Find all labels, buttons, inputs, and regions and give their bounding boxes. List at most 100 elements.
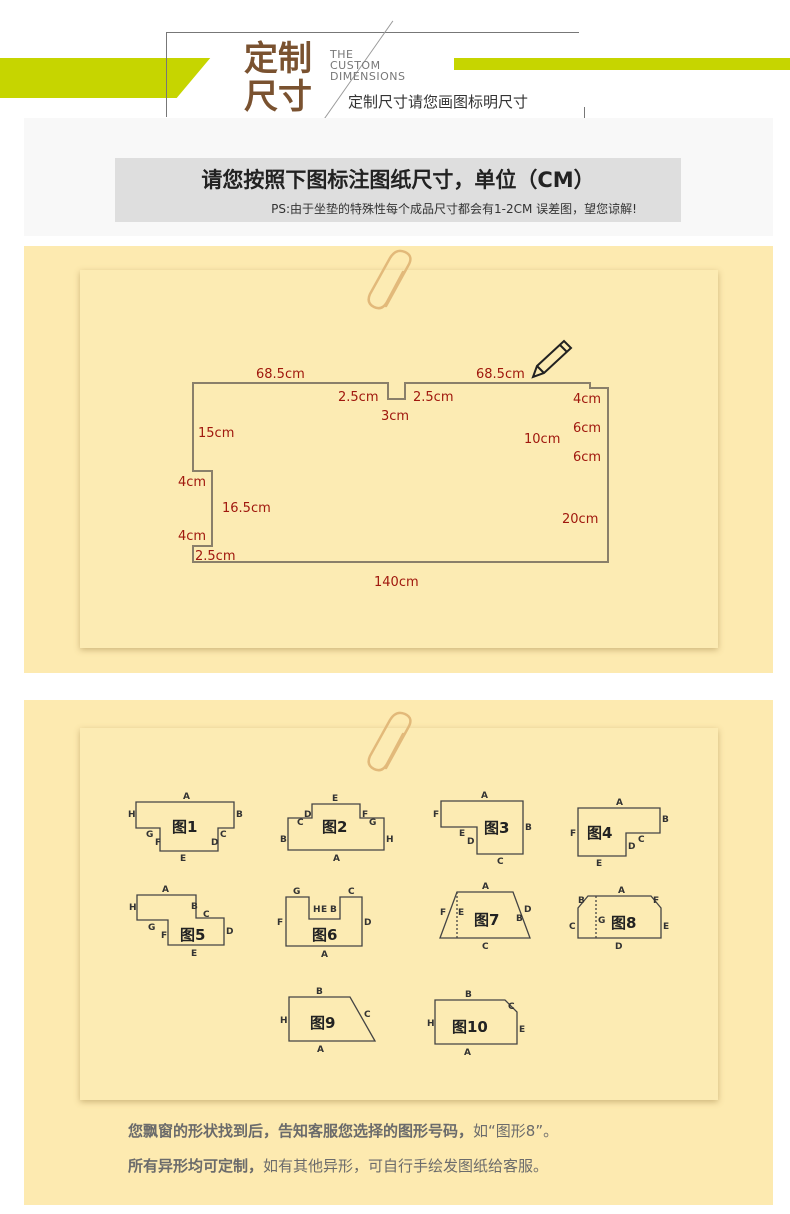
brand-title-line1: 定制 [244,39,312,79]
shape-5-letter-d: D [226,927,233,937]
label-right-inner: 10cm [524,432,560,447]
shapes-svg: 图1 图2 图3 图4 图5 图6 图7 图8 图9 图10 A B C D E… [128,711,669,1058]
label-top-right: 68.5cm [476,367,525,382]
shape-2-letter-e: E [332,794,338,804]
footer-line-1-rest: 如“图形8”。 [473,1122,559,1140]
shape-6-letter-h: H [313,905,321,915]
shape-6-letter-b: B [330,905,337,915]
brand-english-line2: CUSTOM [330,59,381,72]
label-right-b: 6cm [573,450,601,465]
brand-title-line2: 尺寸 [244,77,312,117]
shape-7-letter-b: B [516,914,523,924]
shape-2-letter-f: F [362,810,368,820]
shape-8-letter-g: G [598,916,605,926]
shape-1-letter-c: C [220,830,227,840]
shape-1-letter-b: B [236,810,243,820]
shape-3-letter-e: E [459,829,465,839]
label-right-top: 4cm [573,392,601,407]
shape-1-name: 图1 [172,818,197,836]
brand-english-line3: DIMENSIONS [330,70,406,83]
shape-1-letter-g: G [146,830,153,840]
label-left-top: 15cm [198,426,234,441]
shape-6-outline [285,896,363,947]
shape-6-letter-g: G [293,887,300,897]
shapes-card [80,728,718,1100]
shape-2-letter-h: H [386,835,394,845]
diagram-svg: 68.5cm 68.5cm 2.5cm 2.5cm 3cm 4cm 6cm 10… [178,249,609,590]
shape-10-letter-h: H [427,1019,435,1029]
shape-8-outline [577,895,662,939]
label-left-bottom-step: 2.5cm [195,549,236,564]
shape-5-letter-g: G [148,923,155,933]
shape-9-letter-b: B [316,987,323,997]
shape-7-letter-a: A [482,882,489,892]
label-left-step-a: 4cm [178,475,206,490]
shape-1-letter-h: H [128,810,136,820]
shape-10-letter-b: B [465,990,472,1000]
shape-4-letter-c: C [638,835,645,845]
footer-line-2-bold: 所有异形均可定制， [128,1157,264,1175]
label-left-mid: 16.5cm [222,501,271,516]
shape-5-letter-h: H [129,903,137,913]
shape-7-letter-c: C [482,942,489,952]
label-right-a: 6cm [573,421,601,436]
title-bar [115,158,681,222]
shape-8-letter-d: D [615,942,622,952]
shape-2-outline [287,803,385,851]
shape-9-letter-h: H [280,1016,288,1026]
shape-8-letter-a: A [618,886,625,896]
shape-3-letter-d: D [467,837,474,847]
title-ps: PS:由于坐垫的特殊性每个成品尺寸都会有1-2CM 误差图，望您谅解! [115,200,681,217]
footer-line-2: 所有异形均可定制，如有其他异形，可自行手绘发图纸给客服。 [128,1155,548,1176]
shape-4-letter-e: E [596,859,602,869]
shape-2-letter-g: G [369,818,376,828]
shape-4-outline [577,807,661,857]
pencil-icon [531,339,573,379]
shape-10-letter-c: C [508,1002,515,1012]
shape-5-letter-c: C [203,910,210,920]
shape-7-name: 图7 [474,911,499,929]
shape-8-name: 图8 [611,914,636,932]
shape-7-outline [439,891,531,939]
shape-2-letter-d: D [304,810,311,820]
shape-9-name: 图9 [310,1014,335,1032]
shape-5-letter-f: F [161,931,167,941]
shape-10-outline [434,999,518,1045]
label-notch-right: 2.5cm [413,390,454,405]
shape-3-outline [440,800,524,855]
shape-6-letter-e: E [321,905,327,915]
title-ps-text: PS:由于坐垫的特殊性每个成品尺寸都会有1-2CM 误差图，望您谅解! [271,202,637,216]
shape-2-letter-c: C [297,818,304,828]
shape-8-letter-e: E [663,922,669,932]
shape-7-letter-d: D [524,905,531,915]
shape-3-letter-a: A [481,791,488,801]
label-right-bottom: 20cm [562,512,598,527]
label-notch-depth: 3cm [381,409,409,424]
shape-8-letter-c: C [569,922,576,932]
shape-4-name: 图4 [587,824,612,842]
shape-6-name: 图6 [312,926,337,944]
label-bottom: 140cm [374,575,419,590]
shape-10-letter-e: E [519,1025,525,1035]
shape-4-letter-f: F [570,829,576,839]
brand-english: THE CUSTOM DIMENSIONS [330,49,405,82]
shape-2-letter-b: B [280,835,287,845]
brand-english-line1: THE [330,48,354,61]
shape-8-letter-f: F [653,896,659,906]
shape-6-letter-a: A [321,950,328,960]
shape-3-name: 图3 [484,819,509,837]
shape-9-letter-a: A [317,1045,324,1055]
shape-7-letter-e: E [458,908,464,918]
paperclip-icon [367,249,412,310]
shape-1-letter-e: E [180,854,186,864]
shape-1-letter-a: A [183,792,190,802]
footer-line-2-rest: 如有其他异形，可自行手绘发图纸给客服。 [263,1157,549,1175]
shape-4-letter-a: A [616,798,623,808]
shape-1-letter-d: D [211,838,218,848]
label-notch-left: 2.5cm [338,390,379,405]
shape-6-letter-f: F [277,918,283,928]
shape-10-name: 图10 [452,1018,488,1036]
footer-line-1-bold: 您飘窗的形状找到后，告知客服您选择的图形号码， [128,1122,474,1140]
shape-6-letter-d: D [364,918,371,928]
footer-line-1: 您飘窗的形状找到后，告知客服您选择的图形号码，如“图形8”。 [128,1120,558,1141]
